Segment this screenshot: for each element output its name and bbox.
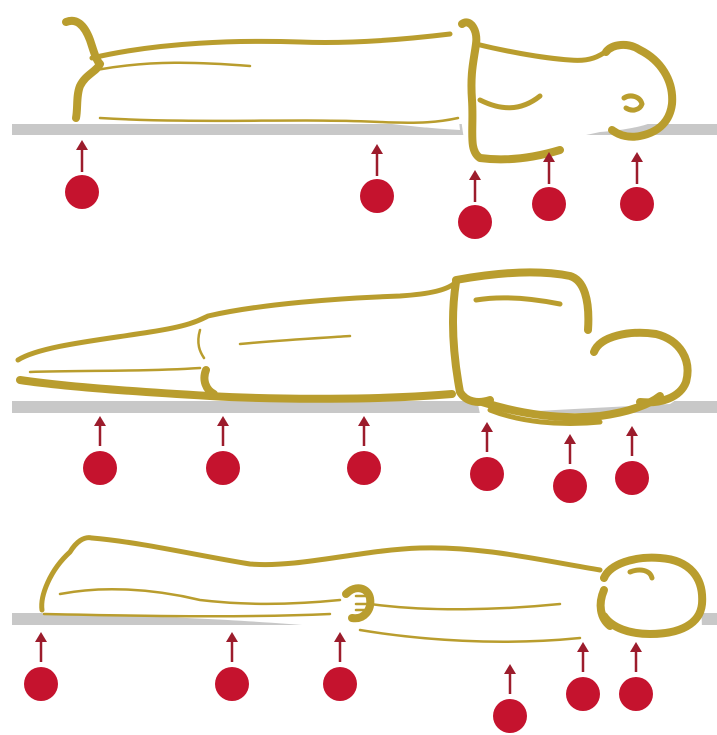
- side-lying-pressure-points: [83, 416, 649, 503]
- prone-figure: [66, 20, 673, 160]
- pressure-point-prone-4: [532, 152, 566, 221]
- pressure-point-supine-5: [566, 642, 600, 711]
- panel-prone: [12, 20, 717, 239]
- pressure-point-prone-2: [360, 144, 394, 213]
- pressure-point-side-5: [553, 434, 587, 503]
- side-lying-figure: [18, 273, 688, 424]
- supine-pressure-points: [24, 632, 653, 733]
- pressure-point-supine-4: [493, 664, 527, 733]
- pressure-point-supine-1: [24, 632, 58, 701]
- pressure-point-side-6: [615, 426, 649, 495]
- pressure-point-side-1: [83, 416, 117, 485]
- pressure-point-supine-6: [619, 642, 653, 711]
- panel-supine: [12, 538, 717, 733]
- pressure-point-supine-3: [323, 632, 357, 701]
- supine-figure: [40, 538, 702, 642]
- pressure-point-side-2: [206, 416, 240, 485]
- pressure-point-prone-5: [620, 152, 654, 221]
- pressure-point-side-4: [470, 422, 504, 491]
- prone-pressure-points: [65, 140, 654, 239]
- pressure-point-prone-3: [458, 170, 492, 239]
- panel-side-lying: [12, 273, 717, 503]
- pressure-point-side-3: [347, 416, 381, 485]
- pressure-point-supine-2: [215, 632, 249, 701]
- pressure-point-prone-1: [65, 140, 99, 209]
